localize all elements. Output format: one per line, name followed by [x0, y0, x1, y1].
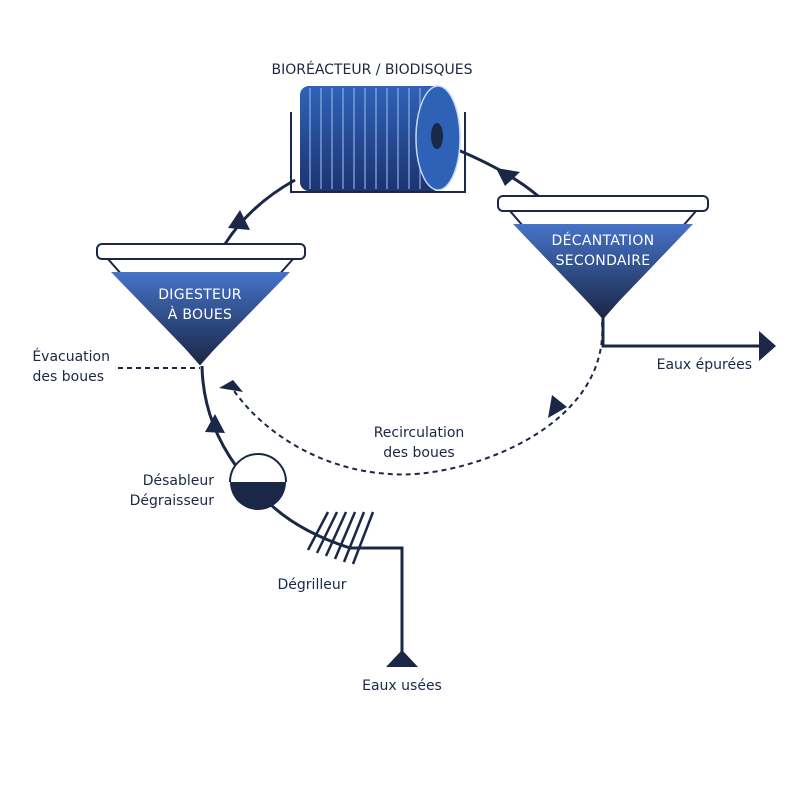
evacuation-label-line1: Évacuation: [32, 348, 110, 365]
flow-arrow-icon: [548, 395, 567, 418]
digester-label-line1: DIGESTEUR: [158, 287, 242, 303]
flow-arrow-icon: [386, 650, 418, 667]
decantation-label-line2: SECONDAIRE: [556, 253, 651, 269]
desander-label-line2: Dégraisseur: [130, 493, 215, 509]
flow-arrow-icon: [759, 331, 776, 361]
settling-tank-icon: [96, 243, 306, 366]
clean-water-label: Eaux épurées: [657, 357, 752, 373]
desander-label-line1: Désableur: [143, 473, 215, 489]
bar-screen-icon: [306, 511, 375, 565]
grit-grease-trap-icon: [229, 453, 287, 510]
line-desander-to-digester: [200, 365, 238, 467]
flow-arrow-icon: [219, 380, 243, 392]
flow-arrow-icon: [496, 168, 520, 186]
line-bioreactor-to-decantation: [457, 148, 539, 198]
decantation-label-line1: DÉCANTATION: [552, 232, 655, 249]
recirculation-label-line1: Recirculation: [374, 425, 465, 441]
evacuation-label-line2: des boues: [33, 369, 104, 385]
dashed-lines: [118, 321, 604, 476]
rotating-biodisc-icon: [300, 85, 461, 191]
sludge-recirculation-line: [231, 321, 604, 476]
bioreactor-tank: [290, 112, 466, 193]
line-digester-to-bioreactor: [223, 178, 296, 245]
digester-label-line2: À BOUES: [168, 306, 233, 323]
recirculation-label-line2: des boues: [383, 445, 454, 461]
flow-arrow-icon: [228, 210, 250, 230]
digester-tank: DIGESTEUR À BOUES: [96, 243, 306, 366]
bioreactor-label: BIORÉACTEUR / BIODISQUES: [272, 61, 473, 78]
screener-label: Dégrilleur: [278, 577, 347, 593]
bioreactor: BIORÉACTEUR / BIODISQUES: [272, 61, 473, 193]
flow-arrow-icon: [205, 414, 225, 433]
decantation-tank: DÉCANTATION SECONDAIRE: [497, 195, 709, 320]
line-treated-water-outlet: [601, 318, 764, 348]
settling-tank-icon: [497, 195, 709, 320]
wastewater-label: Eaux usées: [362, 678, 442, 694]
desander-degreaser: Désableur Dégraisseur: [130, 453, 287, 510]
flow-arrows: [205, 168, 776, 667]
